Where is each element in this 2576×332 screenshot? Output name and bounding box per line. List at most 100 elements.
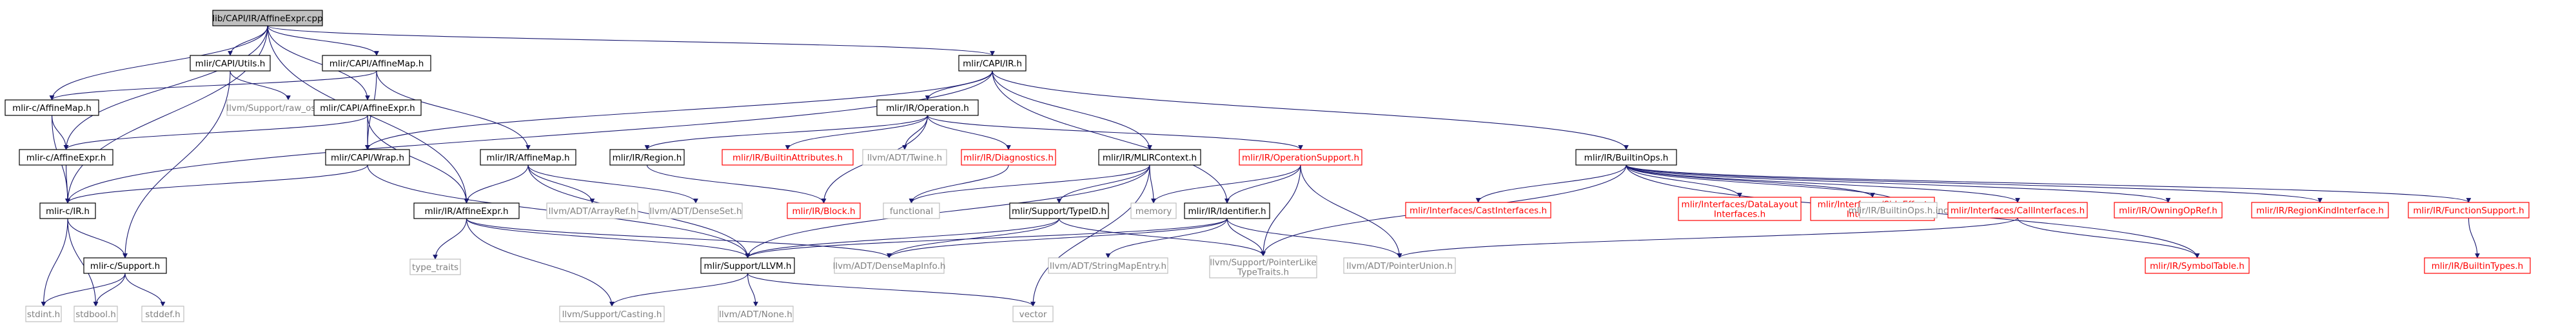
- edge-capiir-to-mlircontext: [992, 70, 1152, 150]
- node-builtintypes[interactable]: mlir/IR/BuiltinTypes.h: [2424, 257, 2531, 274]
- node-builtinops[interactable]: mlir/IR/BuiltinOps.h: [1575, 149, 1677, 166]
- node-label: mlir/IR/Region.h: [613, 153, 682, 163]
- node-box: [1575, 149, 1677, 166]
- edge-capiutils-to-csupport: [123, 70, 231, 259]
- node-opsupport[interactable]: mlir/IR/OperationSupport.h: [1239, 149, 1362, 166]
- node-label: mlir/CAPI/Utils.h: [195, 59, 266, 69]
- node-label: mlir-c/IR.h: [46, 206, 90, 217]
- node-box: [2424, 257, 2531, 274]
- node-regionkind[interactable]: mlir/IR/RegionKindInterface.h: [2251, 202, 2389, 219]
- edge-opsupport-to-pointerunion: [1300, 164, 1402, 259]
- node-label: type_traits: [412, 262, 458, 273]
- edge-affineexpr-to-llvmh: [466, 218, 751, 259]
- edge-builtinops-to-regionkind: [1626, 164, 2323, 203]
- edge-region-to-block: [646, 164, 827, 204]
- node-box: [883, 202, 940, 219]
- node-box: [609, 149, 685, 166]
- nodes-layer: lib/CAPI/IR/AffineExpr.cpp mlir/CAPI/Util…: [5, 10, 2531, 322]
- node-symboltable[interactable]: mlir/IR/SymbolTable.h: [2145, 257, 2250, 274]
- node-label: mlir/IR/Block.h: [792, 206, 855, 217]
- edge-affineexpr-to-casting: [466, 218, 615, 307]
- node-box: [190, 55, 271, 72]
- node-root[interactable]: lib/CAPI/IR/AffineExpr.cpp: [212, 10, 323, 26]
- node-cexpr[interactable]: mlir-c/AffineExpr.h: [19, 149, 113, 166]
- node-capiutils[interactable]: mlir/CAPI/Utils.h: [190, 55, 271, 72]
- edge-csupport-to-stdint: [41, 273, 126, 307]
- node-stringmapentry: llvm/ADT/StringMapEntry.h: [1048, 257, 1168, 274]
- edge-capiir-to-cir: [65, 70, 993, 204]
- node-operation[interactable]: mlir/IR/Operation.h: [876, 99, 979, 116]
- node-affinemap[interactable]: mlir/IR/AffineMap.h: [480, 149, 576, 166]
- node-capiexpr[interactable]: mlir/CAPI/AffineExpr.h: [313, 99, 422, 116]
- edge-root-to-cmap: [49, 25, 268, 101]
- node-box: [74, 306, 118, 322]
- node-region[interactable]: mlir/IR/Region.h: [609, 149, 685, 166]
- node-box: [787, 202, 861, 219]
- node-box: [862, 149, 947, 166]
- edge-identifier-to-llvmh: [745, 218, 1228, 259]
- node-wrap[interactable]: mlir/CAPI/Wrap.h: [325, 149, 410, 166]
- node-typeid[interactable]: mlir/Support/TypeID.h: [1009, 202, 1109, 219]
- edge-mlircontext-to-vector: [1030, 164, 1150, 307]
- node-cmap[interactable]: mlir-c/AffineMap.h: [5, 99, 99, 116]
- node-box: [322, 55, 431, 72]
- node-identifier[interactable]: mlir/IR/Identifier.h: [1184, 202, 1270, 219]
- node-capiaffinemap[interactable]: mlir/CAPI/AffineMap.h: [322, 55, 431, 72]
- edge-cir-to-stdbool: [67, 218, 99, 307]
- node-label: TypeTraits.h: [1237, 268, 1289, 278]
- node-funcsupport[interactable]: mlir/IR/FunctionSupport.h: [2408, 202, 2530, 219]
- node-label: llvm/ADT/DenseMapInfo.h: [833, 261, 946, 271]
- node-llvmh[interactable]: mlir/Support/LLVM.h: [700, 257, 795, 274]
- node-box: [2408, 202, 2530, 219]
- node-builtinattrs[interactable]: mlir/IR/BuiltinAttributes.h: [722, 149, 854, 166]
- edge-builtinops-to-funcsupport: [1626, 164, 2472, 203]
- node-label: mlir/CAPI/Wrap.h: [331, 153, 404, 163]
- node-box: [1678, 197, 1802, 221]
- node-builtinopsinc: mlir/IR/BuiltinOps.h.inc: [1849, 202, 1948, 219]
- edge-callinterfaces-to-symboltable: [2017, 217, 2200, 259]
- node-casting: llvm/Support/Casting.h: [559, 306, 665, 322]
- node-label: llvm/Support/Casting.h: [562, 309, 662, 320]
- node-diagnostics[interactable]: mlir/IR/Diagnostics.h: [961, 149, 1056, 166]
- node-block[interactable]: mlir/IR/Block.h: [787, 202, 861, 219]
- edge-opsupport-to-memory: [1151, 164, 1301, 204]
- node-owningopref[interactable]: mlir/IR/OwningOpRef.h: [2114, 202, 2223, 219]
- node-label: llvm/Support/PointerLike: [1210, 258, 1316, 268]
- node-affineexpr[interactable]: mlir/IR/AffineExpr.h: [413, 202, 520, 219]
- node-typetraits: type_traits: [409, 259, 461, 275]
- node-mlircontext[interactable]: mlir/IR/MLIRContext.h: [1098, 149, 1201, 166]
- node-cir[interactable]: mlir-c/IR.h: [39, 202, 96, 219]
- edge-operation-to-builtinattrs: [785, 115, 929, 150]
- node-capiir[interactable]: mlir/CAPI/IR.h: [958, 55, 1027, 72]
- node-label: mlir/Support/TypeID.h: [1012, 206, 1106, 217]
- node-box: [1343, 257, 1456, 274]
- node-label: mlir/Interfaces/CallInterfaces.h: [1951, 206, 2085, 216]
- node-callinterfaces[interactable]: mlir/Interfaces/CallInterfaces.h: [1947, 202, 2088, 219]
- node-box: [325, 149, 410, 166]
- node-label: functional: [890, 206, 933, 217]
- edge-affineexpr-to-typetraits: [433, 218, 467, 260]
- node-denseset: llvm/ADT/DenseSet.h: [649, 202, 743, 219]
- node-box: [212, 10, 323, 26]
- node-label: mlir/CAPI/AffineExpr.h: [320, 103, 415, 113]
- node-box: [5, 99, 99, 116]
- node-box: [1098, 149, 1201, 166]
- edge-capiutils-to-raw: [230, 70, 291, 101]
- edge-capiaffinemap-to-affinemap: [376, 70, 531, 150]
- node-box: [559, 306, 665, 322]
- node-box: [718, 306, 794, 322]
- node-label: mlir/Interfaces/CastInterfaces.h: [1410, 206, 1547, 216]
- node-box: [313, 99, 422, 116]
- node-label: llvm/ADT/DenseSet.h: [649, 206, 742, 217]
- node-label: mlir/CAPI/IR.h: [963, 59, 1022, 69]
- edge-capiir-to-builtinops: [992, 70, 1629, 150]
- edge-affinemap-to-arrayref: [527, 164, 595, 204]
- node-csupport[interactable]: mlir-c/Support.h: [83, 257, 167, 274]
- node-box: [1012, 306, 1054, 322]
- node-label: mlir-c/Support.h: [90, 261, 160, 271]
- edge-opsupport-to-identifier: [1224, 164, 1301, 204]
- node-castinterfaces[interactable]: mlir/Interfaces/CastInterfaces.h: [1405, 202, 1551, 219]
- node-pointerunion: llvm/ADT/PointerUnion.h: [1343, 257, 1456, 274]
